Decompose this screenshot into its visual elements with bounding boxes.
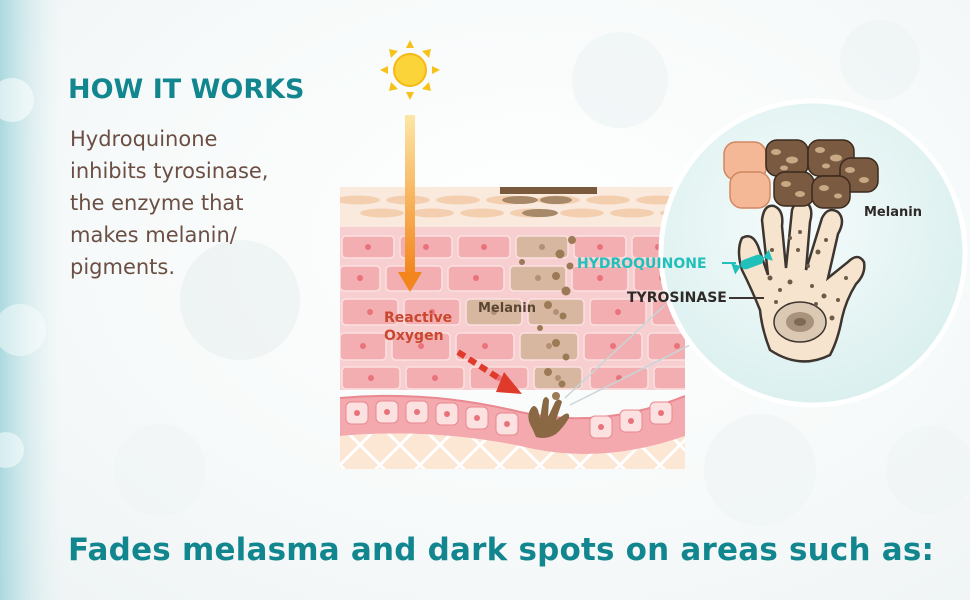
hydroquinone-label: HYDROQUINONE xyxy=(577,256,707,272)
description-line: Hydroquinone xyxy=(70,127,218,151)
skin-layers xyxy=(340,187,685,469)
reactive-oxygen-label-line2: Oxygen xyxy=(384,328,444,344)
reactive-oxygen-arrow xyxy=(456,349,522,394)
melanocyte-zoom-bubble xyxy=(658,98,968,408)
tagline: Fades melasma and dark spots on areas su… xyxy=(68,532,935,568)
hydroquinone-molecule-icon xyxy=(731,249,773,275)
sun-icon xyxy=(380,40,440,100)
description-line: makes melanin/ xyxy=(70,223,237,247)
uv-ray-arrow xyxy=(398,115,422,292)
description-text: Hydroquinone inhibits tyrosinase, the en… xyxy=(70,123,340,283)
tyrosinase-label: TYROSINASE xyxy=(627,290,727,306)
melanocyte-cell xyxy=(528,397,570,438)
melanin-granules xyxy=(519,236,576,400)
melanin-skin-label: Melanin xyxy=(478,301,536,316)
zoom-connector xyxy=(564,304,691,406)
page-title: HOW IT WORKS xyxy=(68,74,305,105)
description-line: inhibits tyrosinase, xyxy=(70,159,269,183)
description-line: the enzyme that xyxy=(70,191,244,215)
melanin-cluster xyxy=(765,139,879,209)
description-line: pigments. xyxy=(70,255,176,279)
melanin-cell-label: Melanin xyxy=(864,205,922,220)
reactive-oxygen-label-line1: Reactive xyxy=(384,310,452,326)
